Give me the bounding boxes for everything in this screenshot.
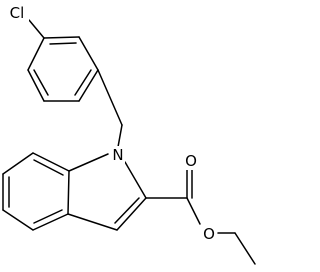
bond-ring-a-5	[27, 69, 45, 102]
structure-diagram: Cl N O O	[2, 3, 256, 265]
bond-n-c7a	[68, 153, 109, 172]
bond-ch2-n	[117, 124, 123, 148]
bond-ring-a-3-inner	[74, 69, 92, 96]
bond-ring-a-3	[78, 69, 99, 102]
carbonyl-oxygen-label: O	[185, 152, 197, 170]
bond-c2-c3-inner	[114, 197, 140, 224]
bonds	[2, 19, 256, 265]
bond-ring-b-5-inner	[33, 209, 63, 224]
bond-cl-c1	[28, 19, 45, 39]
nitrogen-label: N	[112, 146, 123, 164]
bond-ccarbonyl-oester	[186, 197, 201, 225]
bond-ring-a-6	[27, 37, 45, 71]
bond-ring-a-2	[78, 36, 99, 71]
ester-oxygen-label: O	[203, 225, 215, 243]
bond-c3a-c7a	[67, 170, 70, 215]
bond-ethyl	[234, 232, 256, 265]
chlorine-label: Cl	[10, 4, 25, 22]
bond-ring-a-5-inner	[33, 69, 49, 96]
bond-ring-a-1	[43, 36, 80, 39]
bond-ring-a-1-inner	[49, 42, 77, 45]
bond-ring-b-5	[32, 213, 69, 231]
bond-c2-c3	[116, 197, 147, 231]
bond-ring-b-2	[2, 152, 34, 175]
atom-labels: Cl N O O	[5, 3, 217, 243]
bond-c3-c3a	[67, 213, 118, 231]
bond-ring-ch2	[97, 69, 123, 126]
bond-n-c2	[124, 161, 147, 199]
bond-ring-b-1	[32, 152, 70, 172]
bond-ring-b-1-inner	[33, 159, 64, 176]
bond-ring-b-4	[2, 209, 34, 231]
